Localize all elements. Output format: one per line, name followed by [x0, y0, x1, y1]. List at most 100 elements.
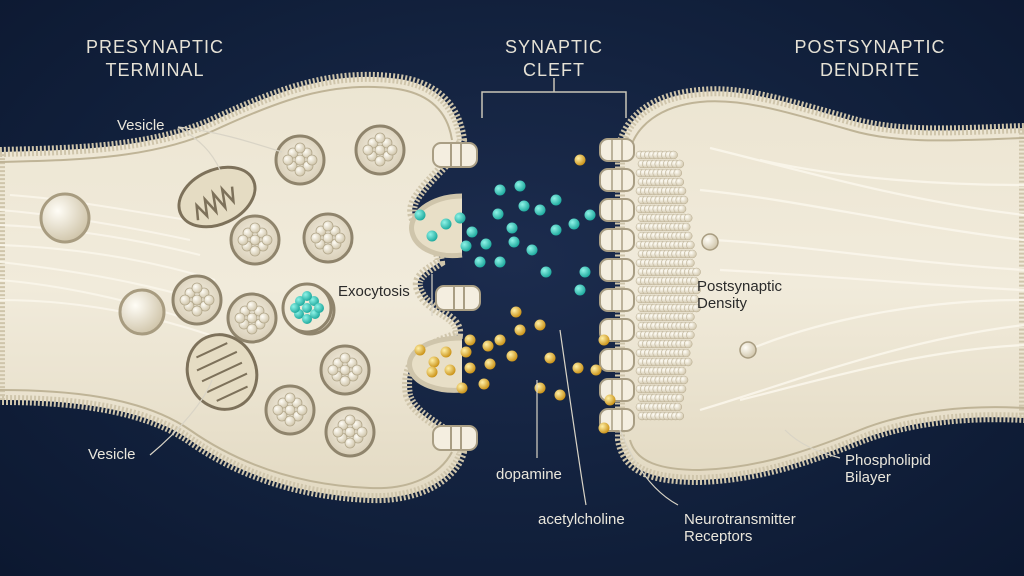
density-granule: [677, 366, 687, 376]
receptor: [599, 228, 635, 252]
density-granule: [673, 168, 683, 178]
dopamine-molecule: [598, 422, 610, 434]
postsynaptic-header-line2: DENDRITE: [819, 59, 920, 80]
postsynaptic-fiber-knobs: [701, 233, 757, 359]
acetylcholine-molecule: [550, 224, 562, 236]
acetylcholine-molecule: [574, 284, 586, 296]
receptor: [599, 318, 635, 342]
acetylcholine-vesicle: [281, 282, 333, 334]
receptor: [599, 288, 635, 312]
density-granule: [681, 348, 691, 358]
receptor: [599, 138, 635, 162]
density-granule: [675, 177, 685, 187]
density-granule: [692, 303, 701, 313]
synaptic-vesicles: [171, 124, 406, 458]
presynaptic-header-line2: TERMINAL: [105, 59, 205, 80]
vesicle: [324, 406, 376, 458]
mitochondrion-lower: [185, 333, 259, 411]
dopamine-molecule: [554, 389, 566, 401]
vesicle: [226, 292, 278, 344]
exocytosis-label: Exocytosis: [338, 283, 410, 300]
large-vesicle-1: [39, 192, 91, 244]
dopamine-molecule: [514, 324, 526, 336]
receptors-line1: Neurotransmitter: [684, 511, 796, 528]
acetylcholine-molecule: [568, 218, 580, 230]
density-granule: [679, 195, 689, 205]
dopamine-molecule: [414, 344, 426, 356]
dopamine-molecule: [478, 378, 490, 390]
acetylcholine-molecule: [494, 256, 506, 268]
dopamine-molecule: [544, 352, 556, 364]
density-granule: [675, 411, 685, 421]
presynaptic-fibers: [0, 194, 221, 336]
postsynaptic-header-line1: POSTSYNAPTIC: [794, 37, 946, 57]
density-granule: [677, 204, 687, 214]
dopamine-molecule: [440, 346, 452, 358]
postsynaptic-density-line2: Density: [697, 295, 748, 313]
presynaptic-channels: [432, 142, 481, 451]
vesicle: [319, 344, 371, 396]
vesicle: [354, 124, 406, 176]
dopamine-molecule: [464, 362, 476, 374]
vesicle: [264, 384, 316, 436]
acetylcholine-molecule: [480, 238, 492, 250]
membrane-channel: [432, 142, 478, 168]
acetylcholine-molecule: [492, 208, 504, 220]
vesicle-label-top: Vesicle: [117, 117, 165, 134]
density-granule: [669, 150, 678, 160]
vesicle: [302, 212, 354, 264]
bilayer-line1: Phospholipid: [845, 452, 931, 469]
dopamine-molecule: [598, 334, 610, 346]
postsynaptic-density-label: Postsynaptic Density: [697, 278, 782, 313]
acetylcholine-molecule: [474, 256, 486, 268]
density-granule: [686, 312, 695, 322]
acetylcholine-molecule: [534, 204, 546, 216]
vesicle: [229, 214, 281, 266]
dopamine-molecule: [534, 319, 546, 331]
postsynaptic-fibers: [699, 146, 1024, 412]
postsynaptic-density-line1: Postsynaptic: [697, 278, 783, 295]
density-granule: [690, 294, 699, 304]
neurotransmitter-receptors: [599, 138, 635, 432]
vesicle: [171, 274, 223, 326]
cleft-header-line1: SYNAPTIC: [504, 37, 604, 57]
acetylcholine-molecule: [540, 266, 552, 278]
dopamine-label: dopamine: [496, 466, 562, 483]
membrane-channel: [432, 425, 478, 451]
vesicle: [274, 134, 326, 186]
presynaptic-header: PRESYNAPTIC TERMINAL: [70, 36, 240, 81]
acetylcholine-molecule: [466, 226, 478, 238]
mitochondrion-upper: [177, 165, 257, 229]
acetylcholine-molecule: [508, 236, 520, 248]
density-granule: [683, 213, 693, 223]
vesicle-label-bottom: Vesicle: [88, 446, 136, 463]
acetylcholine-molecule: [518, 200, 530, 212]
dopamine-molecule: [444, 364, 456, 376]
dopamine-molecule: [572, 362, 584, 374]
density-granule: [675, 159, 685, 169]
density-granule: [688, 321, 697, 331]
dopamine-molecule: [456, 382, 468, 394]
density-granule: [675, 393, 685, 403]
density-granule: [683, 357, 693, 367]
acetylcholine-label: acetylcholine: [538, 511, 625, 528]
receptors-line2: Receptors: [684, 528, 753, 546]
density-granule: [692, 285, 701, 295]
large-vesicle-2: [118, 288, 166, 336]
dopamine-molecule: [464, 334, 476, 346]
acetylcholine-molecules: [414, 180, 596, 296]
density-granule: [690, 276, 699, 286]
density-granule: [677, 186, 687, 196]
cleft-header: SYNAPTIC CLEFT: [482, 36, 626, 81]
dopamine-molecule: [494, 334, 506, 346]
acetylcholine-molecule: [426, 230, 438, 242]
dopamine-molecule: [590, 364, 602, 376]
density-granule: [686, 258, 695, 268]
dopamine-molecule: [426, 366, 438, 378]
cleft-header-line2: CLEFT: [522, 59, 585, 80]
receptor: [599, 198, 635, 222]
acetylcholine-molecule: [494, 184, 506, 196]
dopamine-molecule: [484, 358, 496, 370]
bilayer-label: Phospholipid Bilayer: [845, 452, 931, 487]
